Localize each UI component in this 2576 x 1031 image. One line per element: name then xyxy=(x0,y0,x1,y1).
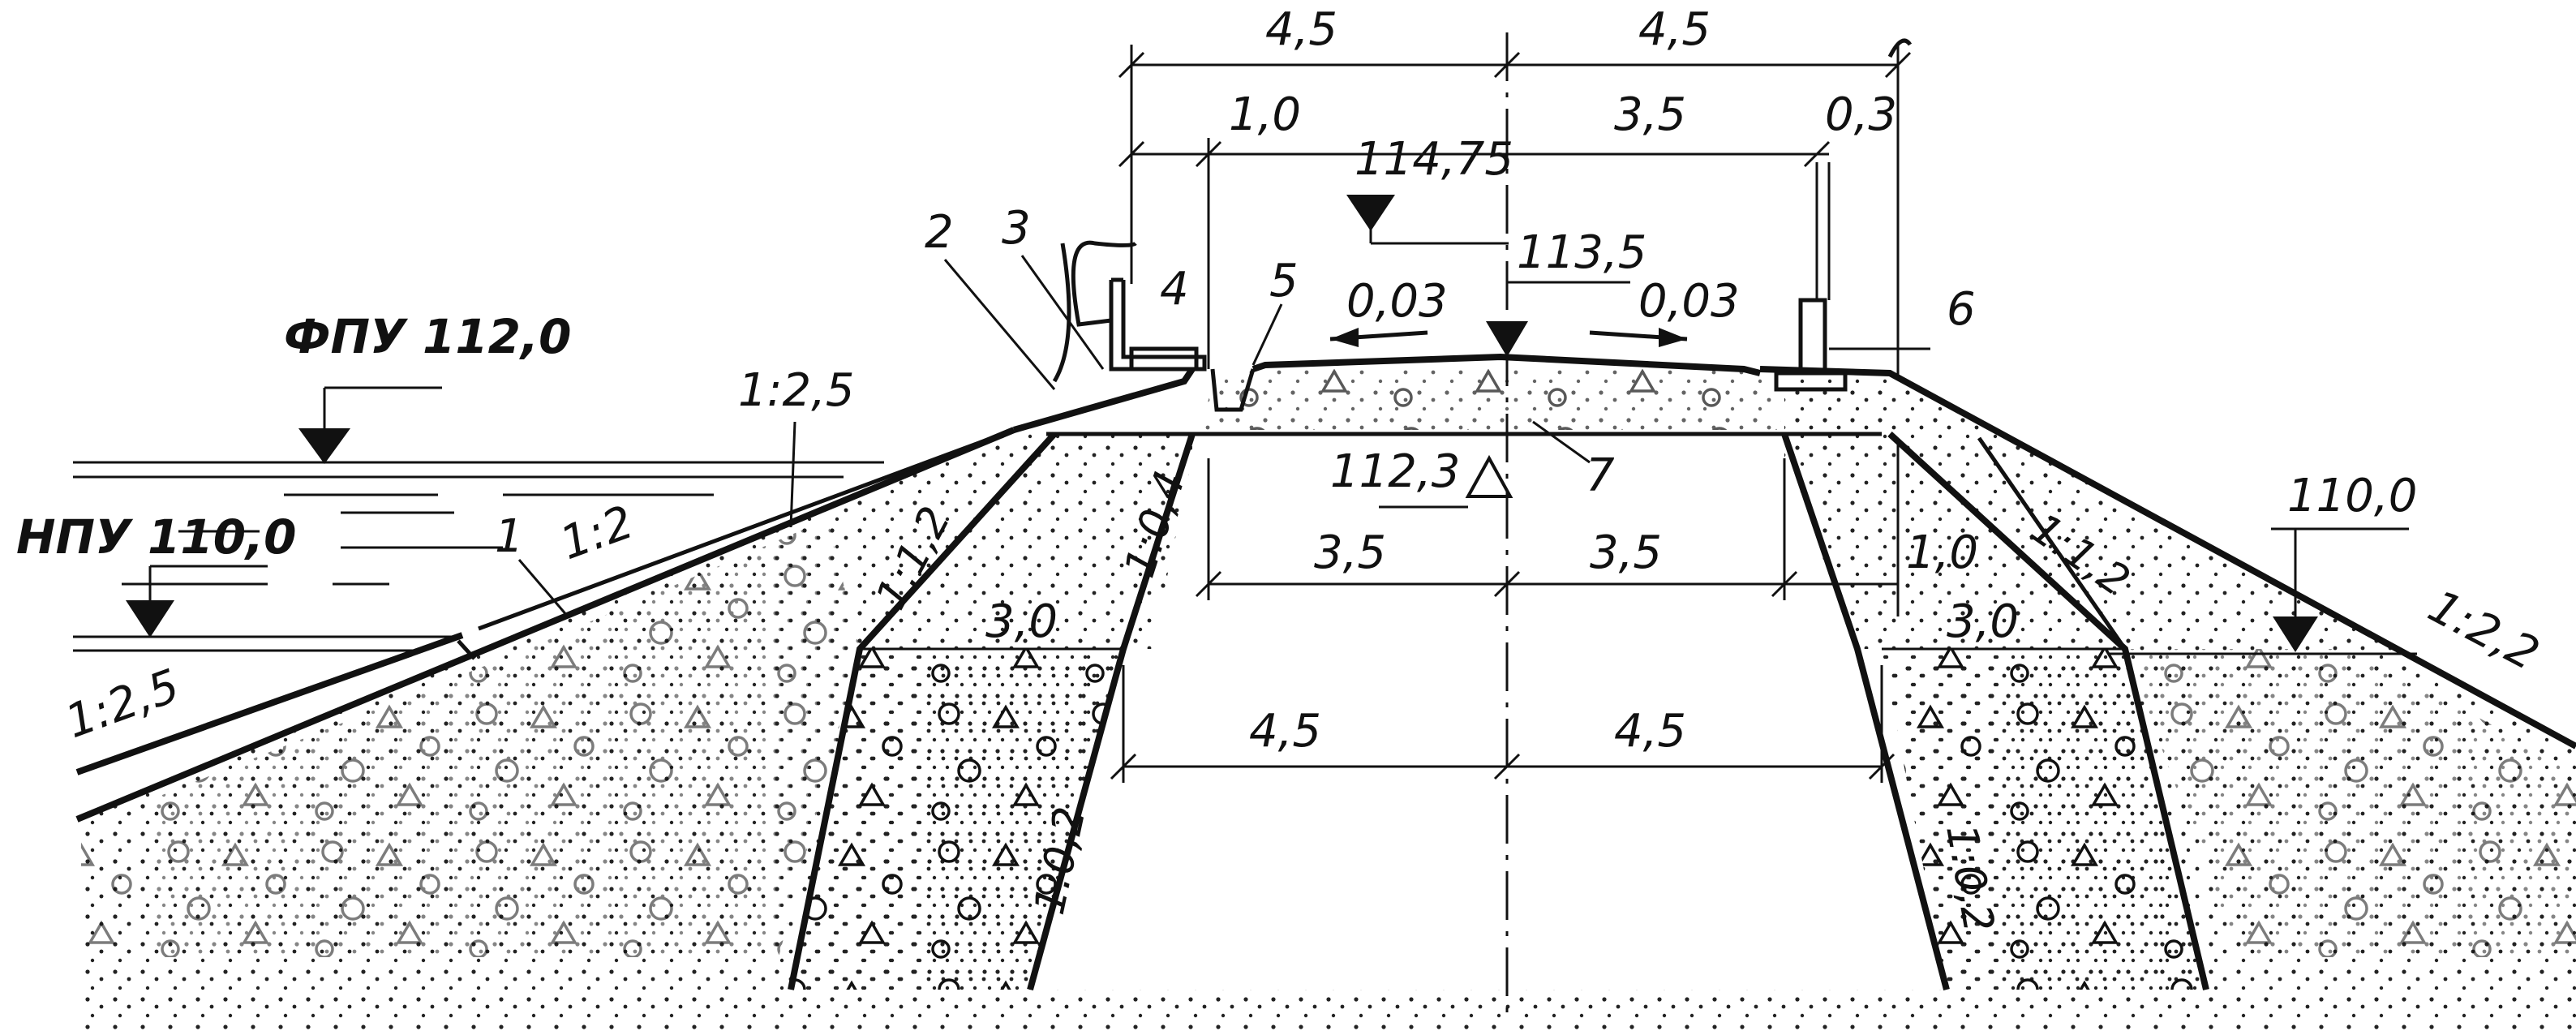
fpu-marker: ФПУ 112,0 xyxy=(284,309,571,464)
top-level-marker xyxy=(1346,195,1509,245)
dim-right-30: 3,0 xyxy=(1947,595,2019,648)
crossfall-left: 0,03 xyxy=(1329,275,1448,347)
slope-downstream: 1:2,2 xyxy=(2419,580,2547,681)
crest-marker: 113,5 xyxy=(1486,226,1646,357)
npu-marker: НПУ 110,0 xyxy=(16,509,296,638)
dim-top-right: 4,5 xyxy=(1638,3,1711,56)
roadbed-gravel xyxy=(1200,369,1784,430)
callout-6: 6 xyxy=(1947,283,1976,336)
dim-low-right: 4,5 xyxy=(1614,705,1686,758)
right-berm xyxy=(1977,436,2127,651)
dim-top-level: 114,75 xyxy=(1355,133,1513,186)
hook-mark xyxy=(1887,38,1913,58)
dim-center-part: 3,5 xyxy=(1614,88,1686,141)
fpu-water-ripples xyxy=(284,493,714,514)
triangle-level-icon xyxy=(126,600,174,638)
dim-left-30: 3,0 xyxy=(985,595,1058,648)
top-dimensions: 4,5 4,5 1,0 3,5 0,3 114,75 xyxy=(1118,3,1912,377)
triangle-level-icon xyxy=(298,428,350,464)
low-dimensions: 4,5 4,5 xyxy=(1110,665,1896,783)
right-fill-gravel xyxy=(2125,649,2576,957)
slope-upper-face: 1:2,5 xyxy=(738,364,855,417)
npu-water-ripples xyxy=(122,530,503,586)
triangle-level-icon xyxy=(1465,454,1513,498)
ditch xyxy=(1210,368,1256,412)
triangle-level-icon xyxy=(1486,321,1528,357)
slope-lower-face: 1:2,5 xyxy=(59,659,187,749)
crest-left xyxy=(1012,367,1196,433)
upstream-face-upper xyxy=(75,632,464,775)
dim-mid-left: 3,5 xyxy=(1314,526,1386,579)
mid-dimensions: 3,5 3,5 1,0 3,0 3,0 xyxy=(860,438,2125,651)
base-marker: 112,3 xyxy=(1330,445,1513,509)
post-structure-6 xyxy=(1774,162,1848,392)
npu-label: НПУ 110,0 xyxy=(16,509,296,565)
crossfall-right: 0,03 xyxy=(1589,275,1740,347)
cable-line xyxy=(1052,240,1137,383)
left-fill-gravel xyxy=(81,519,860,957)
dim-right-10: 1,0 xyxy=(1906,526,1978,579)
revetment-line xyxy=(478,427,1015,631)
revetment-joint xyxy=(457,639,476,660)
callout-7: 7 xyxy=(1586,449,1615,502)
right-level-marker: 110,0 xyxy=(2109,470,2417,655)
callouts: 1 2 3 4 5 6 7 xyxy=(495,202,1976,617)
upstream-face-lower xyxy=(75,427,1015,823)
fpu-label: ФПУ 112,0 xyxy=(284,309,571,364)
callout-1: 1 xyxy=(495,510,524,563)
fpu-water-line xyxy=(73,461,884,479)
triangle-level-icon xyxy=(1346,195,1395,231)
dim-mid-right: 3,5 xyxy=(1590,526,1662,579)
left-gravel-zone xyxy=(791,649,1123,990)
crossfall-left-value: 0,03 xyxy=(1346,275,1448,328)
core-void xyxy=(1030,458,1947,990)
callout-3: 3 xyxy=(1002,202,1031,255)
right-core-inner xyxy=(1781,432,1950,991)
npu-water-line xyxy=(73,635,454,652)
callout-2: 2 xyxy=(925,206,954,259)
callout-4: 4 xyxy=(1160,263,1189,316)
right-gravel-zone xyxy=(1882,649,2206,990)
crest-right xyxy=(1759,366,2576,750)
callout-5: 5 xyxy=(1269,255,1299,307)
slope-revetment: 1:2 xyxy=(554,496,641,570)
crossfall-right-value: 0,03 xyxy=(1638,275,1740,328)
parapet-structure-4 xyxy=(1109,277,1207,372)
right-level: 110,0 xyxy=(2287,470,2417,522)
crest-level: 113,5 xyxy=(1517,226,1646,279)
dim-top-left: 4,5 xyxy=(1265,3,1337,56)
dim-left-part: 1,0 xyxy=(1229,88,1301,141)
triangle-level-icon xyxy=(2273,616,2318,652)
dim-right-part: 0,3 xyxy=(1825,88,1897,141)
base-level: 112,3 xyxy=(1330,445,1460,498)
road-surface xyxy=(1252,353,1761,376)
dim-low-left: 4,5 xyxy=(1249,705,1321,758)
